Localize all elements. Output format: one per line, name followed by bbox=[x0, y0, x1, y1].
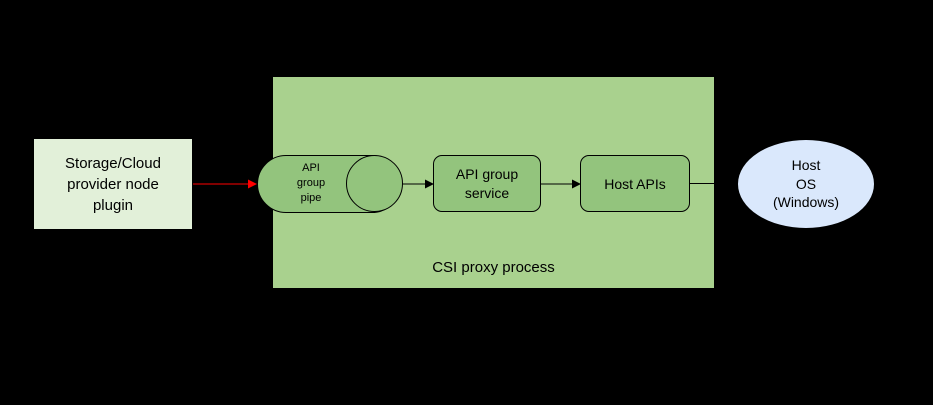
host-os-line2: OS bbox=[795, 175, 817, 192]
red-arrow-icon bbox=[193, 179, 257, 189]
service-to-hostapis-arrow-icon bbox=[541, 179, 581, 189]
host-apis-label: Host APIs bbox=[604, 175, 666, 192]
provider-plugin-label: Storage/Cloud provider node plugin bbox=[65, 154, 161, 214]
host-os-ellipse: Host OS (Windows) bbox=[737, 139, 875, 229]
provider-plugin-box: Storage/Cloud provider node plugin bbox=[33, 138, 193, 230]
pipe-end-circle bbox=[346, 155, 403, 212]
host-os-line3: (Windows) bbox=[772, 194, 840, 211]
api-group-pipe-label: API group pipe bbox=[296, 162, 326, 204]
pipe-to-service-arrow-icon bbox=[402, 179, 434, 189]
csi-proxy-process-label: CSI proxy process bbox=[432, 259, 555, 276]
hostapis-to-hostos-line bbox=[690, 183, 737, 184]
host-apis-box: Host APIs bbox=[580, 155, 690, 212]
api-group-service-label: API group service bbox=[455, 165, 519, 201]
host-os-line1: Host bbox=[791, 156, 821, 173]
api-group-service-box: API group service bbox=[433, 155, 541, 212]
